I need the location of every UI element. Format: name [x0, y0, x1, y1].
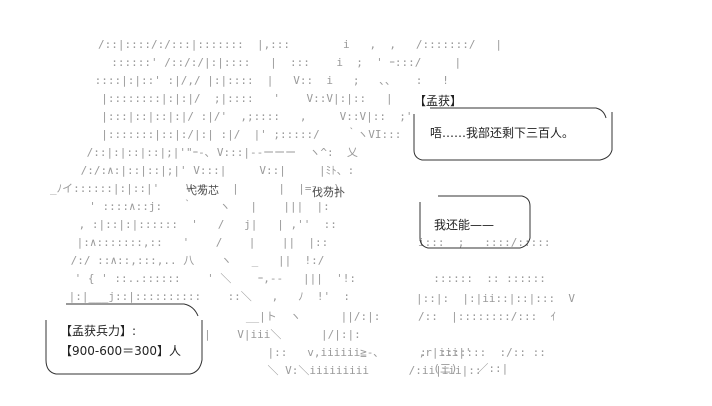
stat-box-formula: 【900-600＝300】人 [60, 344, 182, 358]
art-line: /:/:∧:|::|::|;|' V:::| V::| |ﾐﾄ、: [74, 164, 355, 177]
art-line: |:::::::|::|:/|:| :|/ |' ;:::::/ ｀ヽVI::: [88, 128, 402, 141]
art-line: ' { ' ::..:::::: ' ＼ ｰ,-- ||| '!: [68, 272, 357, 285]
art-line: ::::::' /::/:/|:|:::: | ::: i ; ' ｰ:::/ … [98, 56, 462, 69]
art-line: _ﾉイ::::::|:|::|' V:{ | | |=ｧ ヽ\ [50, 182, 342, 195]
art-line-right: (三) ／::| [420, 362, 509, 375]
art-line-right: i::: ; ::::/::::: [418, 236, 551, 249]
art-line: /:/ ::∧::,:::,.. 八 ヽ _ || !:/ [64, 254, 325, 267]
speech-text: 我还能—— [434, 218, 495, 232]
art-line: |::::::::|:|:|/ ;|:::: ' V::V|:|:: | [88, 92, 393, 105]
art-line: ＼ V:＼iiiiiiiii /:ii|iii|:: [188, 364, 482, 377]
speaker-label: 【孟获】 [414, 94, 463, 108]
sound-effect: 弋芴芯 [186, 184, 219, 197]
art-line-right: /:: |::::::::/::: ｲ [418, 310, 556, 323]
sound-effect: 伐芴扑 [312, 186, 345, 199]
art-line: |:|___j::|:::::::::: ::＼ , ﾉ !' : [62, 290, 351, 303]
art-line: |:::|::|::|:|/ :|/' ,;:::: , V::V|:: ;' [88, 110, 413, 123]
art-line-right: :::::: :: :::::: [420, 272, 546, 285]
art-line: |:: v,iiiiii≧-､ ,r|iii|' [188, 346, 472, 359]
art-line: ::::|:|::' :|/,/ |:|:::: | V:: i ; ､、 : … [88, 74, 449, 87]
art-line: | V|iii＼ |/|:|: [118, 328, 361, 341]
art-line-right: |::|: |:|ii::|::|::: V [416, 292, 575, 305]
art-line: |:∧:::::::,:: ' / | || |:: [70, 236, 329, 249]
art-line: , :|::|:|:::::: ' / j| | ,'' :: [72, 218, 337, 231]
art-line-right: : ::::::: :/:: :: [420, 346, 546, 359]
art-line: /::|:|::|::|;|'"ｰ-､ V:::|--ーーー ヽ^: 乂 [80, 146, 358, 159]
art-line: __|ト ヽ ||/:|: [120, 310, 381, 323]
art-line: /::|::::/:/:::|::::::: |,::: i , , /::::… [98, 38, 502, 51]
speech-text: 唔……我部还剩下三百人。 [430, 126, 575, 140]
stat-box-title: 【孟获兵力】: [60, 324, 137, 338]
art-line: ' ::::∧::j: ｀ ヽ | ||| |: [76, 200, 330, 213]
